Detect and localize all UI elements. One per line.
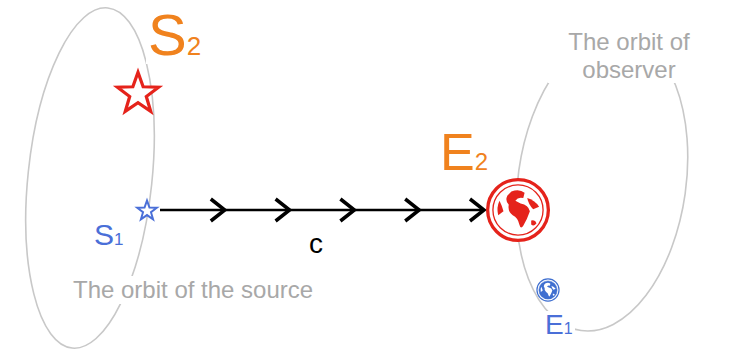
- star-outline: [137, 201, 157, 220]
- arrow-head: [405, 199, 419, 221]
- arrow-head: [276, 199, 290, 221]
- orbit-note: The orbit of observer: [548, 28, 710, 83]
- source-star-icon: [115, 69, 161, 115]
- source-star: S2: [115, 69, 161, 115]
- orbit-note: The orbit of the source: [70, 276, 316, 304]
- body-label: S1: [92, 220, 125, 250]
- earth-continent: [527, 198, 539, 209]
- source-star-icon: [136, 199, 158, 221]
- earth-continent: [553, 294, 555, 296]
- light-ray: [160, 199, 484, 221]
- earth-globe: [539, 281, 557, 299]
- arrow-head: [211, 199, 225, 221]
- earth-continent: [531, 220, 536, 225]
- earth-rim: [537, 279, 559, 301]
- observer-earth-icon: [485, 177, 551, 243]
- body-label: S2: [146, 6, 203, 64]
- observer-earth-icon: [536, 278, 560, 302]
- speed-label: c: [306, 230, 326, 258]
- ray-line: [160, 209, 484, 212]
- observer-earth: E1: [536, 278, 560, 302]
- star-outline: [117, 72, 158, 111]
- body-label: E2: [438, 126, 490, 178]
- body-label: E1: [543, 311, 575, 339]
- earth-continent: [497, 201, 503, 216]
- observer-earth: E2: [485, 177, 551, 243]
- earth-globe: [493, 185, 543, 235]
- earth-continent: [541, 287, 543, 292]
- earth-continent: [544, 283, 553, 297]
- arrow-head: [470, 199, 484, 221]
- earth-rim: [488, 180, 549, 241]
- source-star: S1: [136, 199, 158, 221]
- earth-continent: [551, 286, 555, 290]
- arrow-head: [340, 199, 354, 221]
- earth-continent: [506, 190, 529, 227]
